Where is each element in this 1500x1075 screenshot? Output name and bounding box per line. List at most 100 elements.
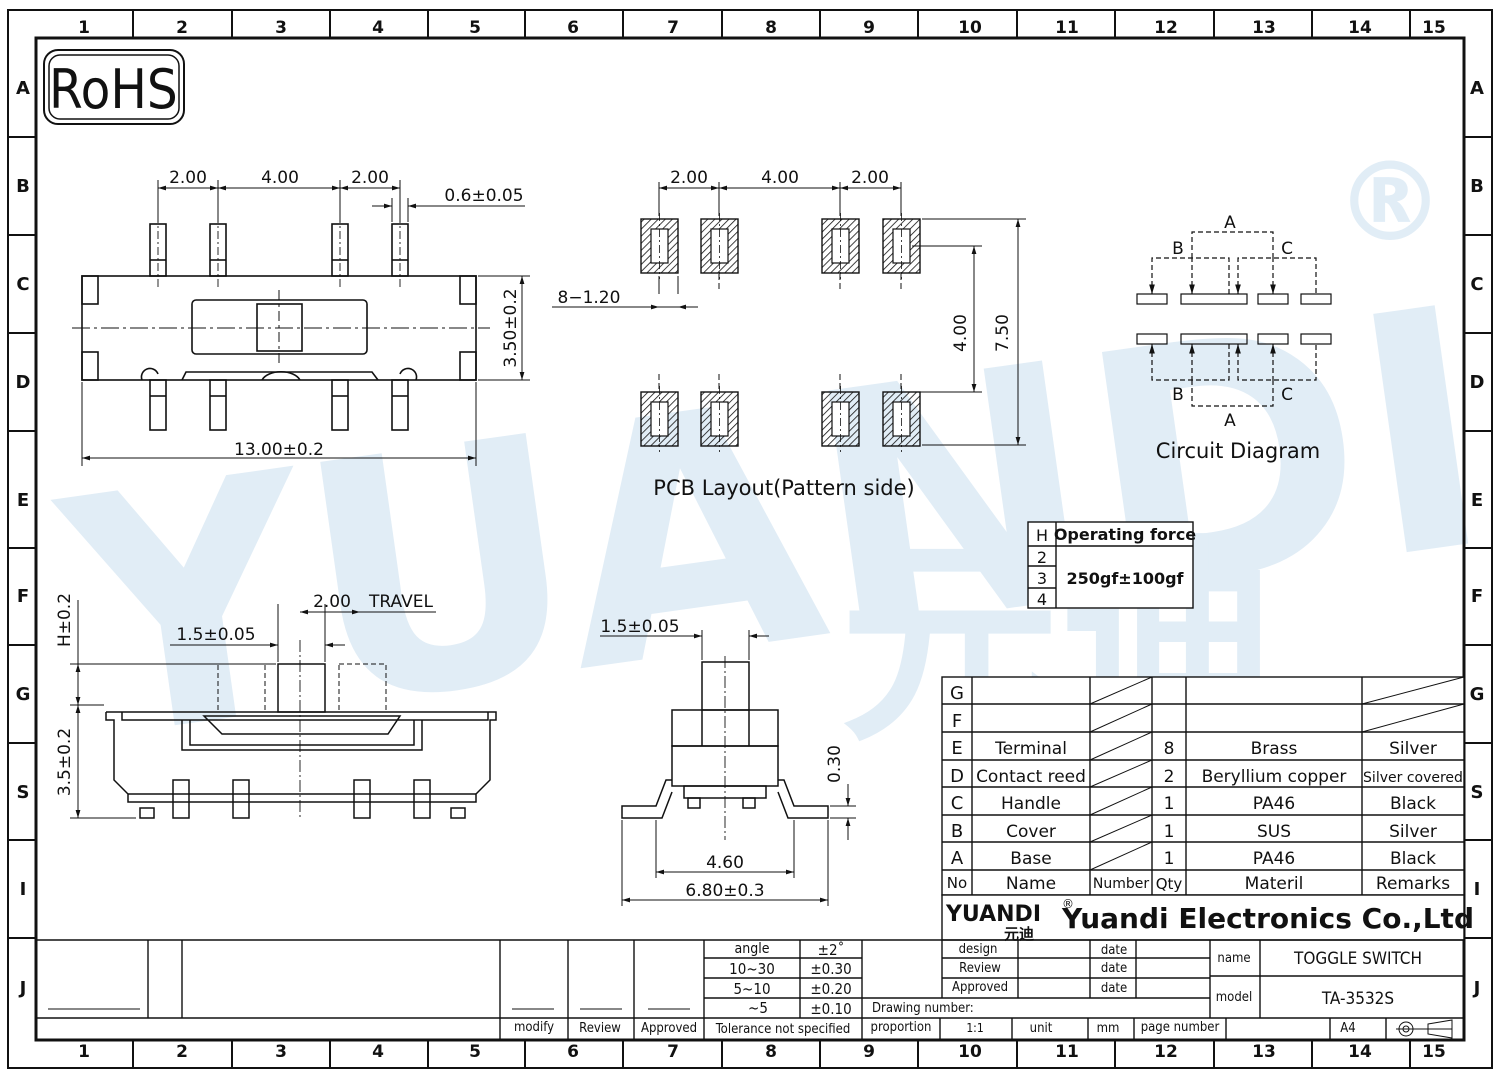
bottom-column-label: 13 <box>1252 1042 1276 1062</box>
top-column-label: 15 <box>1422 18 1446 38</box>
pcb-layout <box>552 182 1026 452</box>
right-row-label: D <box>1470 372 1485 393</box>
right-row-label: B <box>1470 176 1484 197</box>
bom-row-remarks: Silver <box>1389 822 1437 842</box>
tb-modify: modify <box>514 1020 554 1035</box>
outer-frame <box>7 9 1493 1069</box>
force-row-4: 4 <box>1037 590 1047 609</box>
company-registered: ® <box>1062 897 1074 911</box>
top-height: 3.50±0.2 <box>501 288 521 367</box>
bottom-column-label: 15 <box>1422 1042 1446 1062</box>
force-header: Operating force <box>1054 525 1196 544</box>
top-column-label: 10 <box>958 18 982 38</box>
end-thickness: 0.30 <box>825 745 845 783</box>
bottom-column-label: 14 <box>1348 1042 1372 1062</box>
bottom-column-label: 11 <box>1055 1042 1079 1062</box>
rohs-label: RoHS <box>49 59 178 122</box>
tb-drawing-number: Drawing number: <box>872 1001 974 1016</box>
bom-row-remarks: Silver covered <box>1363 770 1463 786</box>
bom-row-material: Beryllium copper <box>1202 767 1347 787</box>
tb-tol-3: ±0.10 <box>810 1000 851 1018</box>
circuit-label-a-top: A <box>1224 213 1236 233</box>
tb-angle: angle <box>735 941 770 957</box>
tb-model-value: TA-3532S <box>1321 989 1394 1009</box>
end-outer: 6.80±0.3 <box>685 881 764 901</box>
top-length: 13.00±0.2 <box>234 440 324 460</box>
tb-model-label: model <box>1216 990 1252 1005</box>
top-column-label: 11 <box>1055 18 1079 38</box>
side-knob: 1.5±0.05 <box>176 625 255 645</box>
pcb-title: PCB Layout(Pattern side) <box>653 476 914 500</box>
tb-name-label: name <box>1217 951 1250 966</box>
pcb-inner: 4.00 <box>951 314 971 352</box>
tb-date-3: date <box>1101 981 1127 996</box>
pcb-holes: 8−1.20 <box>558 288 621 308</box>
force-table <box>1027 521 1194 609</box>
tb-angle-tol: ±2˚ <box>818 941 845 959</box>
circuit-label-a-bottom: A <box>1224 411 1236 431</box>
bom-row-qty: 1 <box>1164 794 1175 814</box>
bom-row-remarks: Black <box>1390 849 1436 869</box>
bom-header-no: No <box>947 874 967 892</box>
tb-approved2: Approved <box>952 980 1008 995</box>
bottom-column-label: 3 <box>275 1042 287 1062</box>
right-row-label: C <box>1470 274 1483 295</box>
bom-header-remarks: Remarks <box>1376 874 1450 894</box>
watermark-registered: ® <box>1335 138 1445 266</box>
top-column-label: 12 <box>1154 18 1178 38</box>
tb-date-1: date <box>1101 943 1127 958</box>
tb-range-2: 5~10 <box>733 980 770 998</box>
top-dim-a: 2.00 <box>169 168 207 188</box>
force-row-3: 3 <box>1037 569 1047 588</box>
bottom-column-label: 12 <box>1154 1042 1178 1062</box>
left-row-label: S <box>17 782 30 803</box>
bom-header-name: Name <box>1006 874 1056 894</box>
bom-row-no: D <box>950 766 964 787</box>
tb-range-1: 10~30 <box>729 960 775 978</box>
bottom-column-label: 8 <box>765 1042 777 1062</box>
top-column-label: 4 <box>372 18 384 38</box>
top-column-label: 6 <box>567 18 579 38</box>
bom-row-qty: 2 <box>1164 767 1175 787</box>
tb-name-value: TOGGLE SWITCH <box>1293 949 1422 969</box>
top-column-label: 1 <box>78 18 90 38</box>
right-row-label: S <box>1471 782 1484 803</box>
end-inner: 4.60 <box>706 853 744 873</box>
top-pin-width: 0.6±0.05 <box>444 186 523 206</box>
left-row-label: A <box>16 78 30 99</box>
force-h-header: H <box>1036 526 1048 545</box>
tb-date-2: date <box>1101 961 1127 976</box>
tb-paper: A4 <box>1340 1021 1355 1036</box>
tb-range-3: ~5 <box>748 999 768 1017</box>
pcb-outer: 7.50 <box>993 314 1013 352</box>
bom-row-material: PA46 <box>1253 794 1295 814</box>
tb-page-number: page number <box>1141 1020 1220 1035</box>
circuit-label-b-top: B <box>1172 239 1184 259</box>
inner-frame <box>34 36 1466 1042</box>
bottom-column-label: 9 <box>863 1042 875 1062</box>
bom-row-no: C <box>951 793 964 814</box>
bom-row-name: Cover <box>1006 822 1056 842</box>
bom-row-qty: 8 <box>1164 739 1175 759</box>
left-row-label: I <box>20 879 27 900</box>
tb-tol-1: ±0.30 <box>810 960 851 978</box>
top-column-label: 7 <box>667 18 679 38</box>
bottom-column-label: 5 <box>469 1042 481 1062</box>
top-view <box>72 180 530 466</box>
side-travel-dim: 2.00 <box>313 592 351 612</box>
tb-approved: Approved <box>641 1021 697 1036</box>
tb-mm: mm <box>1097 1021 1120 1036</box>
side-travel-label: TRAVEL <box>368 592 433 612</box>
tb-scale: 1:1 <box>966 1021 983 1035</box>
left-row-label: E <box>17 490 29 511</box>
pcb-dim-c: 2.00 <box>851 168 889 188</box>
bottom-column-label: 10 <box>958 1042 982 1062</box>
bom-table <box>941 676 1465 896</box>
top-column-label: 9 <box>863 18 875 38</box>
top-column-label: 5 <box>469 18 481 38</box>
bottom-column-label: 6 <box>567 1042 579 1062</box>
bom-row-material: Brass <box>1251 739 1298 759</box>
tb-design: design <box>959 942 998 957</box>
